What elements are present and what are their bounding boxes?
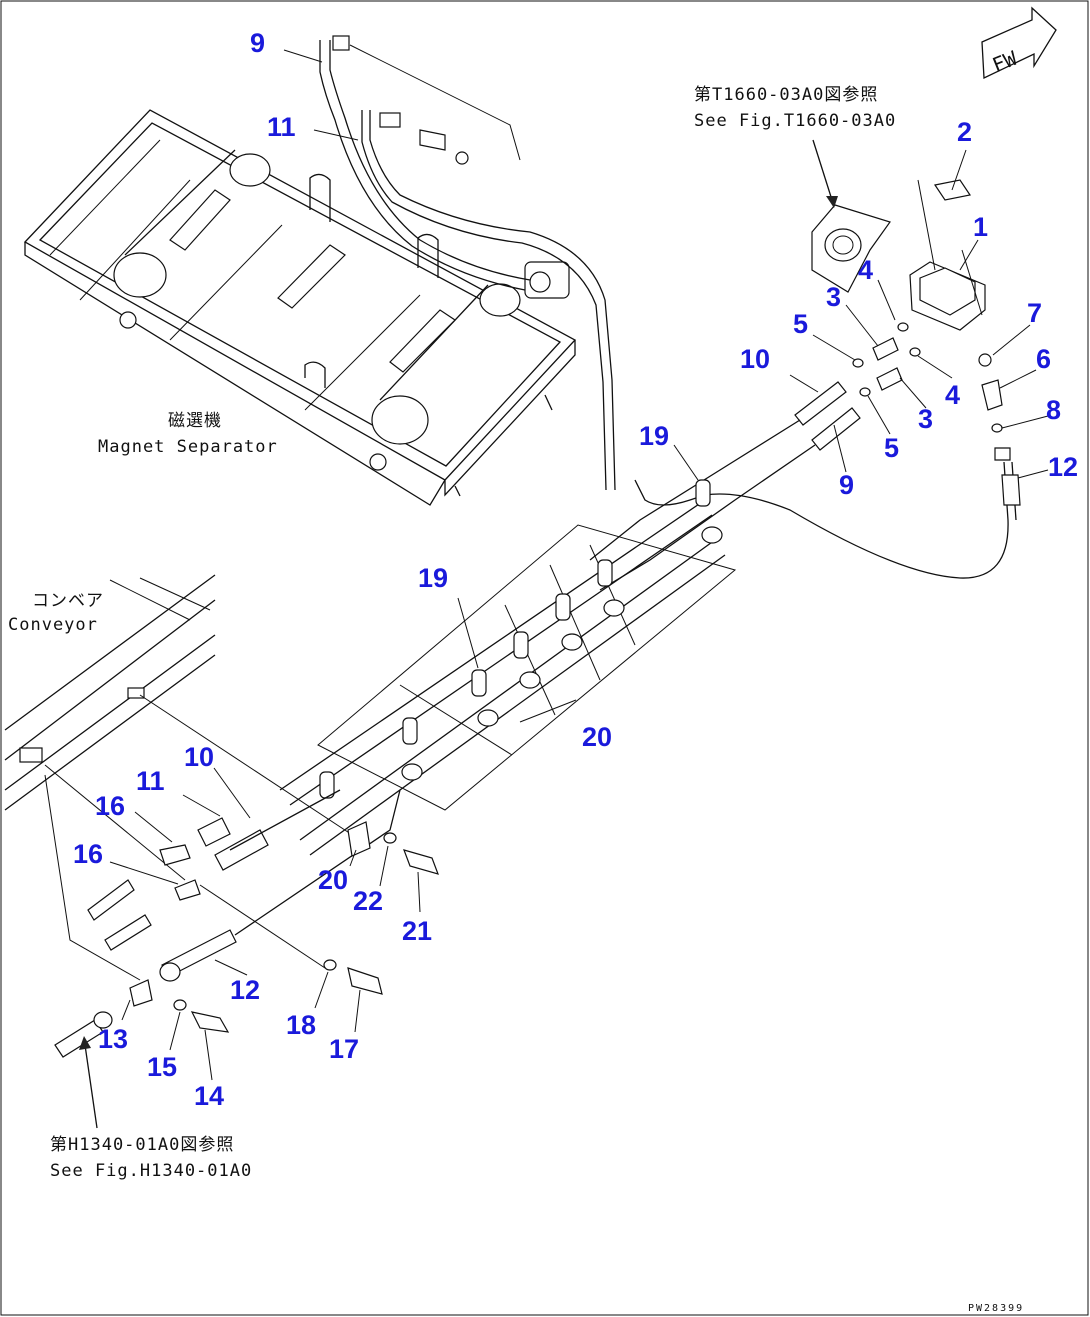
lower-left-parts	[44, 694, 439, 1058]
callout-10: 10	[740, 344, 770, 374]
callout-3-lower: 3	[918, 404, 933, 434]
reference-top-en: See Fig.T1660-03A0	[694, 111, 896, 131]
callout-15: 15	[147, 1052, 177, 1082]
hose-bundle	[279, 479, 737, 856]
magnet-separator	[23, 109, 577, 506]
conveyor-label-jp: コンベア	[32, 591, 104, 611]
reference-bottom-jp: 第H1340-01A0図参照	[50, 1135, 234, 1155]
drawing-code: PW28399	[968, 1303, 1024, 1314]
reference-leader-top	[812, 139, 833, 201]
callout-3: 3	[826, 282, 841, 312]
callout-10-lower: 10	[184, 742, 214, 772]
callout-8: 8	[1046, 395, 1061, 425]
callout-9: 9	[250, 28, 265, 58]
callout-11-lower: 11	[136, 766, 165, 796]
separator-label-jp: 磁選機	[168, 411, 222, 431]
lower-right-hoses	[589, 381, 1021, 591]
callout-16: 16	[95, 791, 125, 821]
reference-leader-bottom	[84, 1044, 98, 1129]
fittings-right	[852, 322, 1011, 461]
reference-arrow-bottom	[79, 1036, 91, 1050]
reference-arrow-top	[826, 196, 838, 208]
callout-13: 13	[98, 1024, 128, 1054]
callout-19-lower: 19	[418, 563, 448, 593]
callout-20: 20	[582, 722, 612, 752]
forward-arrow-icon: FW	[981, 6, 1057, 80]
callout-7: 7	[1027, 298, 1042, 328]
callout-17: 17	[329, 1034, 359, 1064]
callout-4: 4	[858, 255, 873, 285]
callout-2: 2	[957, 117, 972, 147]
callout-5: 5	[793, 309, 808, 339]
callout-18: 18	[286, 1010, 316, 1040]
conveyor-frame	[4, 574, 216, 811]
callout-1: 1	[973, 212, 988, 242]
callout-20-lower: 20	[318, 865, 348, 895]
callout-numbers: 9 11 2 1 4 3 7 5 10 6 3 4 8 5 12 9 19 19…	[73, 28, 1078, 1111]
callout-12: 12	[1048, 452, 1078, 482]
conveyor-label-en: Conveyor	[8, 615, 98, 635]
mounting-plate	[811, 204, 891, 293]
leader-19	[457, 597, 479, 669]
callout-21: 21	[402, 916, 432, 946]
callout-16-lower: 16	[73, 839, 103, 869]
callout-6: 6	[1036, 344, 1051, 374]
callout-12-lower: 12	[230, 975, 260, 1005]
callout-4-lower: 4	[945, 380, 960, 410]
callout-19: 19	[639, 421, 669, 451]
hydraulic-valve	[909, 179, 986, 331]
callout-leaders	[109, 49, 1049, 1081]
leader-20	[519, 699, 577, 723]
callout-14: 14	[194, 1081, 224, 1111]
callout-5-lower: 5	[884, 433, 899, 463]
callout-9-lower: 9	[839, 470, 854, 500]
upper-hoses	[319, 35, 616, 491]
reference-top-jp: 第T1660-03A0図参照	[694, 85, 878, 105]
reference-bottom-en: See Fig.H1340-01A0	[50, 1161, 252, 1181]
callout-11: 11	[267, 112, 296, 142]
separator-label-en: Magnet Separator	[98, 437, 278, 457]
fw-label: FW	[989, 46, 1021, 78]
callout-22: 22	[353, 886, 383, 916]
